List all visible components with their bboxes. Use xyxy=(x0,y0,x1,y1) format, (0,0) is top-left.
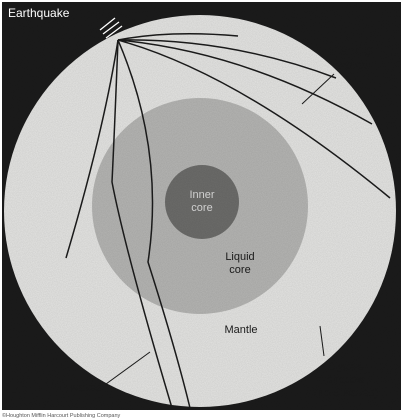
liquid-core-label-line1: Liquid xyxy=(225,251,254,263)
s-shadow-label-line3: (no S waves) xyxy=(314,387,378,399)
inner-core-label-line2: core xyxy=(191,202,212,214)
p-and-s-label-line2: waves xyxy=(335,58,370,72)
s-shadow-label-line1: S wave xyxy=(328,361,364,373)
mantle-label: Mantle xyxy=(224,324,257,336)
p-waves-label: P waves xyxy=(60,382,102,394)
liquid-core-label-line2: core xyxy=(229,264,250,276)
inner-core-label-line1: Inner xyxy=(189,189,214,201)
p-and-s-label-line1: P and S xyxy=(330,44,372,58)
earthquake-label: Earthquake xyxy=(8,6,70,20)
s-shadow-label-line2: shadow xyxy=(327,374,365,386)
credit-line: ©Houghton Mifflin Harcourt Publishing Co… xyxy=(2,412,121,419)
